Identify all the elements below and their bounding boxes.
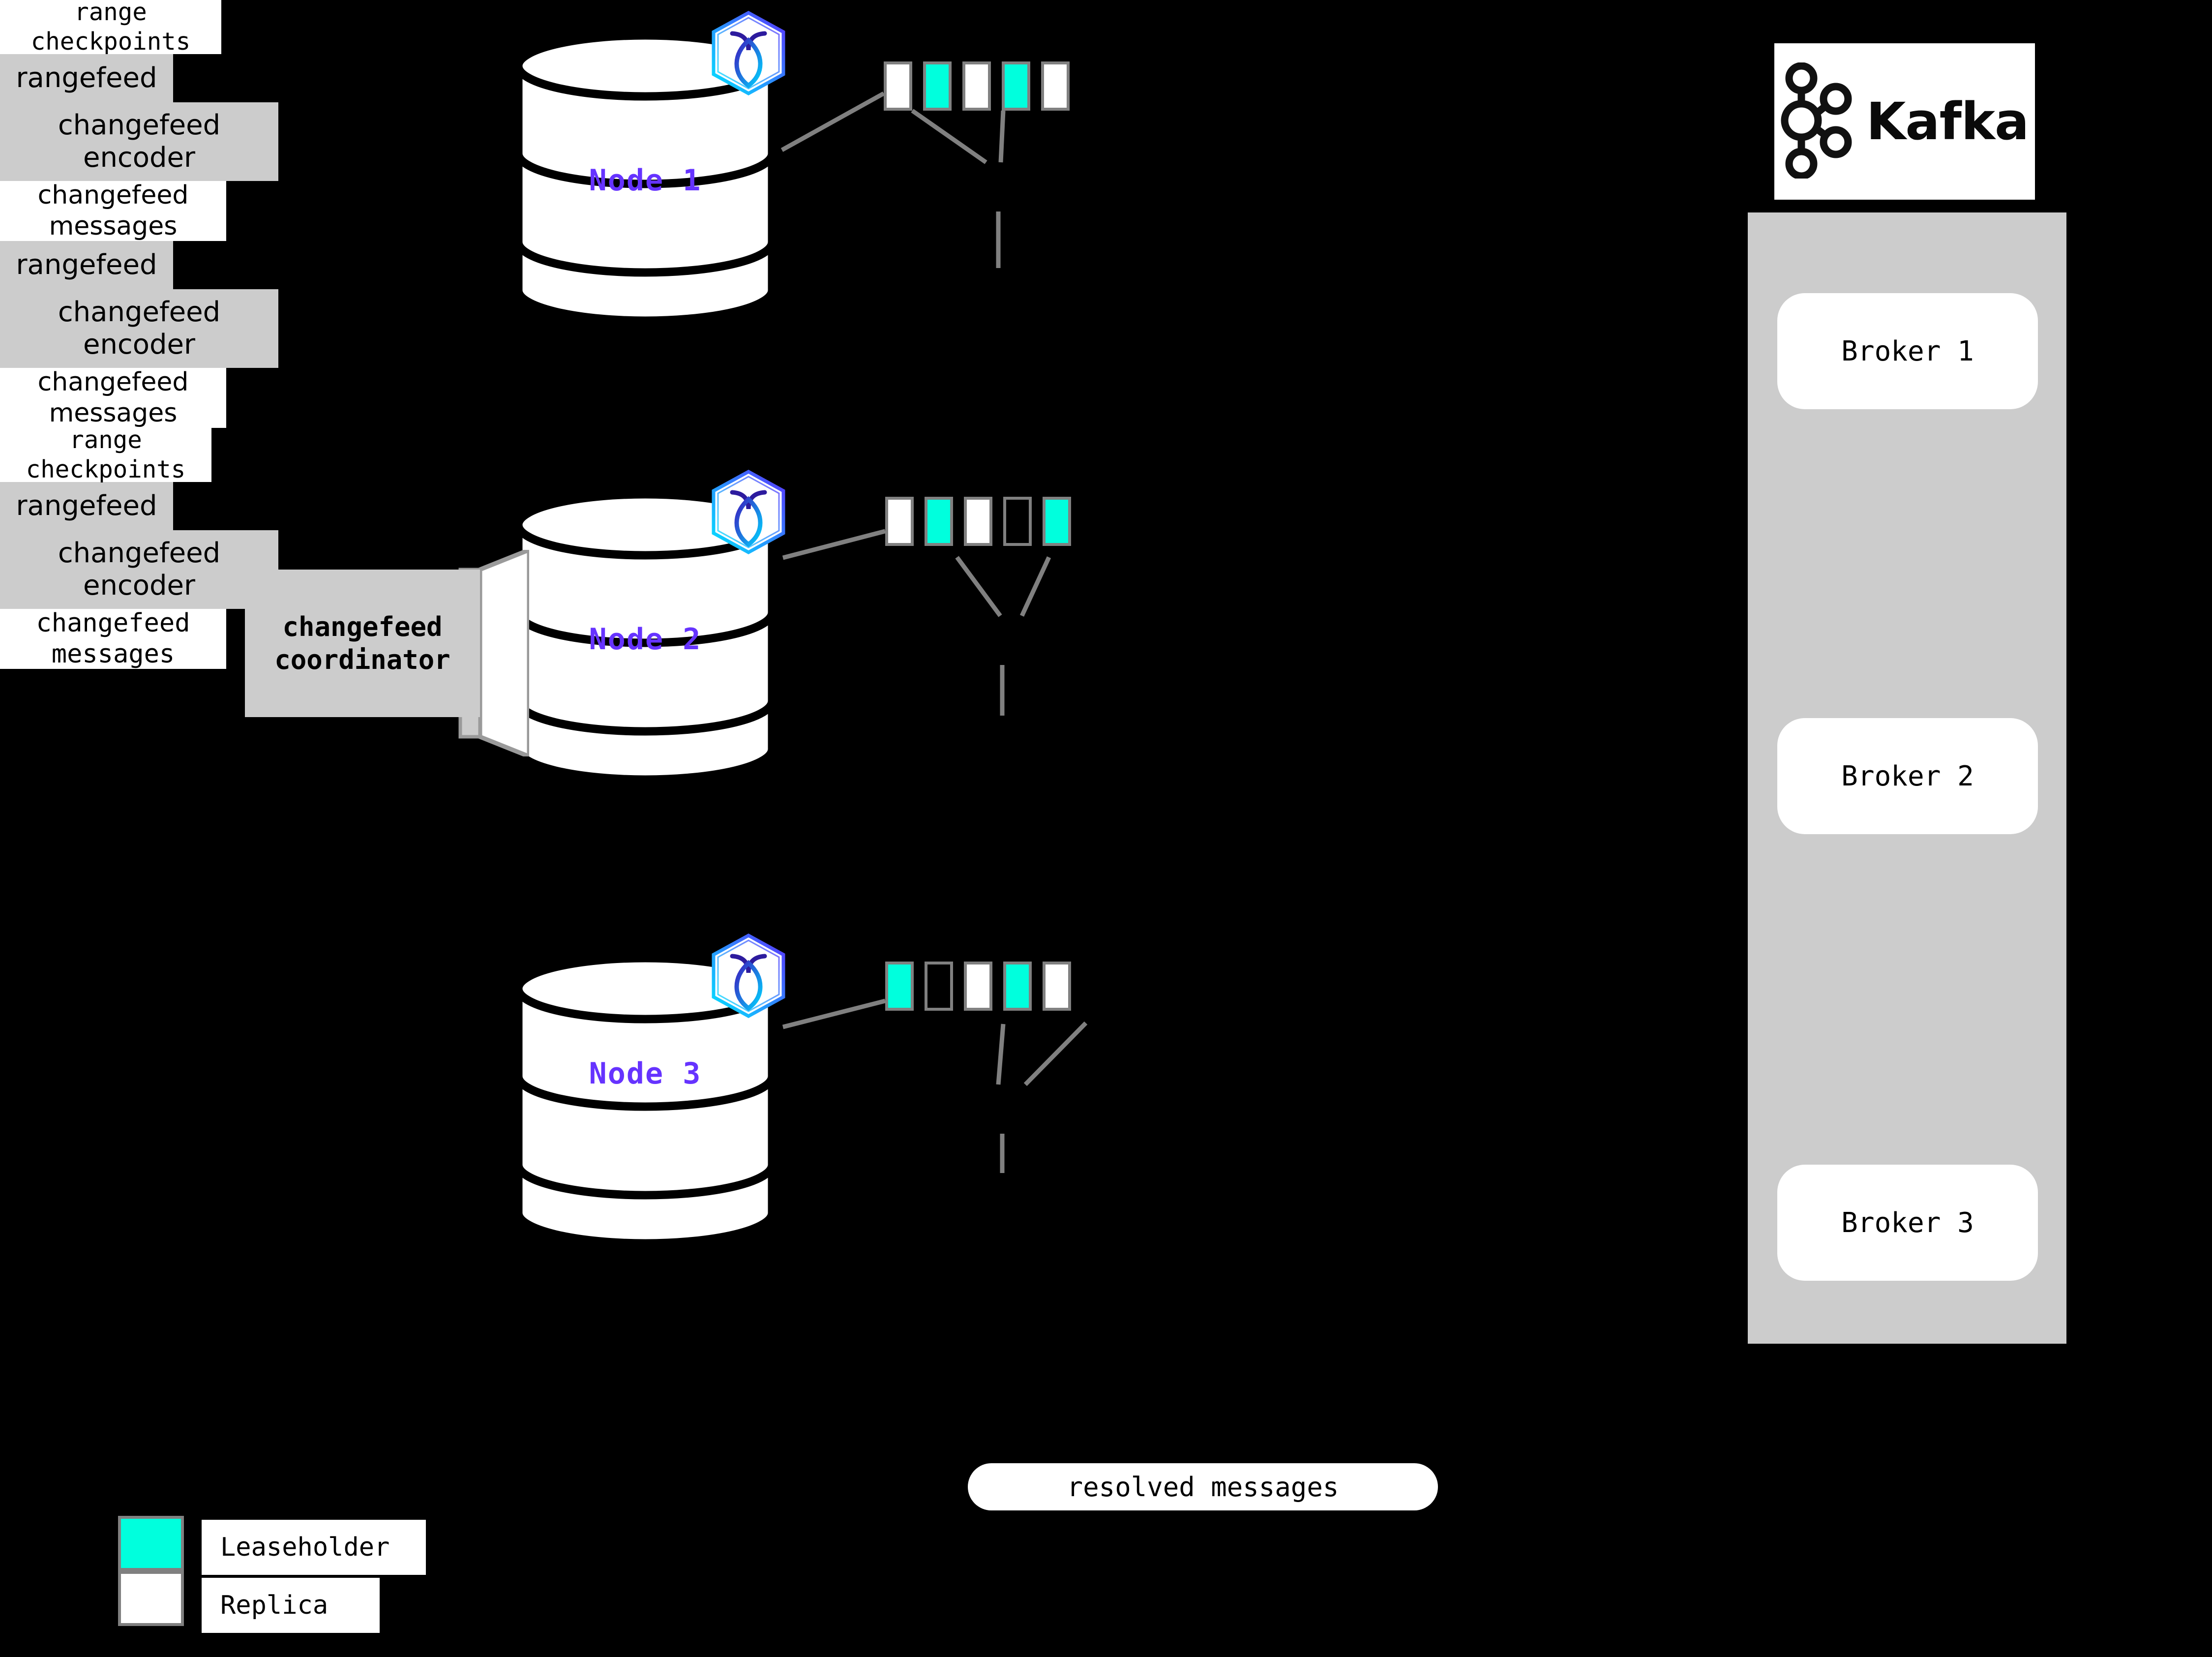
- broker-3-box[interactable]: Broker 3: [1777, 1165, 2038, 1281]
- legend-label-replica: Replica: [202, 1578, 380, 1633]
- node-1-cylinder: Node 1: [514, 30, 776, 326]
- legend-swatch-replica: [118, 1571, 184, 1626]
- node-3-ranges: [885, 962, 1071, 1011]
- node-3-range-checkpoints-label: range checkpoints: [0, 426, 211, 483]
- legend-label-leaseholder: Leaseholder: [202, 1520, 426, 1575]
- changefeed-coordinator-callout[interactable]: changefeed coordinator: [245, 550, 529, 756]
- broker-1-box[interactable]: Broker 1: [1777, 293, 2038, 409]
- range-box[interactable]: [1003, 497, 1032, 546]
- resolved-messages-pill[interactable]: resolved messages: [968, 1463, 1438, 1510]
- changefeed-coordinator-box[interactable]: changefeed coordinator: [245, 570, 480, 717]
- node-1-rangefeed-box[interactable]: rangefeed: [0, 54, 173, 102]
- range-box[interactable]: [925, 497, 953, 546]
- range-box[interactable]: [885, 497, 914, 546]
- range-box[interactable]: [1043, 962, 1071, 1011]
- node-3-rangefeed-box[interactable]: rangefeed: [0, 482, 173, 530]
- node-3-label: Node 3: [589, 1056, 702, 1091]
- node-2-changefeed-messages-label: changefeed messages: [0, 367, 226, 428]
- node-1-changefeed-encoder-box[interactable]: changefeed encoder: [0, 102, 278, 181]
- range-box[interactable]: [1003, 962, 1032, 1011]
- node-2-cylinder: Node 2: [514, 489, 776, 784]
- cockroachdb-logo-icon: [709, 10, 788, 96]
- cockroachdb-logo-icon: [709, 469, 788, 555]
- kafka-logo-text: Kafka: [1866, 91, 2029, 151]
- node-2-ranges: [885, 497, 1071, 546]
- cockroachdb-logo-icon: [709, 933, 788, 1019]
- range-box[interactable]: [884, 61, 912, 111]
- range-box[interactable]: [1043, 497, 1071, 546]
- range-box[interactable]: [962, 61, 991, 111]
- node-1-ranges: [884, 61, 1070, 111]
- node-3-cylinder: Node 3: [514, 953, 776, 1248]
- range-box[interactable]: [885, 962, 914, 1011]
- range-box[interactable]: [1002, 61, 1030, 111]
- range-box[interactable]: [964, 962, 992, 1011]
- legend-swatch-leaseholder: [118, 1516, 184, 1571]
- range-box[interactable]: [925, 962, 953, 1011]
- node-1-changefeed-messages-label: changefeed messages: [0, 181, 226, 241]
- range-box[interactable]: [964, 497, 992, 546]
- node-2-rangefeed-box[interactable]: rangefeed: [0, 241, 173, 289]
- node-2-label: Node 2: [589, 622, 702, 657]
- node-3-changefeed-messages-label: changefeed messages: [0, 608, 226, 669]
- broker-2-box[interactable]: Broker 2: [1777, 718, 2038, 834]
- node-1-range-checkpoints-label: range checkpoints: [0, 0, 221, 54]
- range-box[interactable]: [923, 61, 952, 111]
- node-2-changefeed-encoder-box[interactable]: changefeed encoder: [0, 289, 278, 368]
- legend: Leaseholder Replica: [118, 1516, 426, 1639]
- range-box[interactable]: [1041, 61, 1070, 111]
- node-1-label: Node 1: [589, 163, 702, 198]
- kafka-logo-icon: [1781, 62, 1854, 181]
- node-3-changefeed-encoder-box[interactable]: changefeed encoder: [0, 530, 278, 609]
- kafka-logo-card: Kafka: [1774, 43, 2035, 200]
